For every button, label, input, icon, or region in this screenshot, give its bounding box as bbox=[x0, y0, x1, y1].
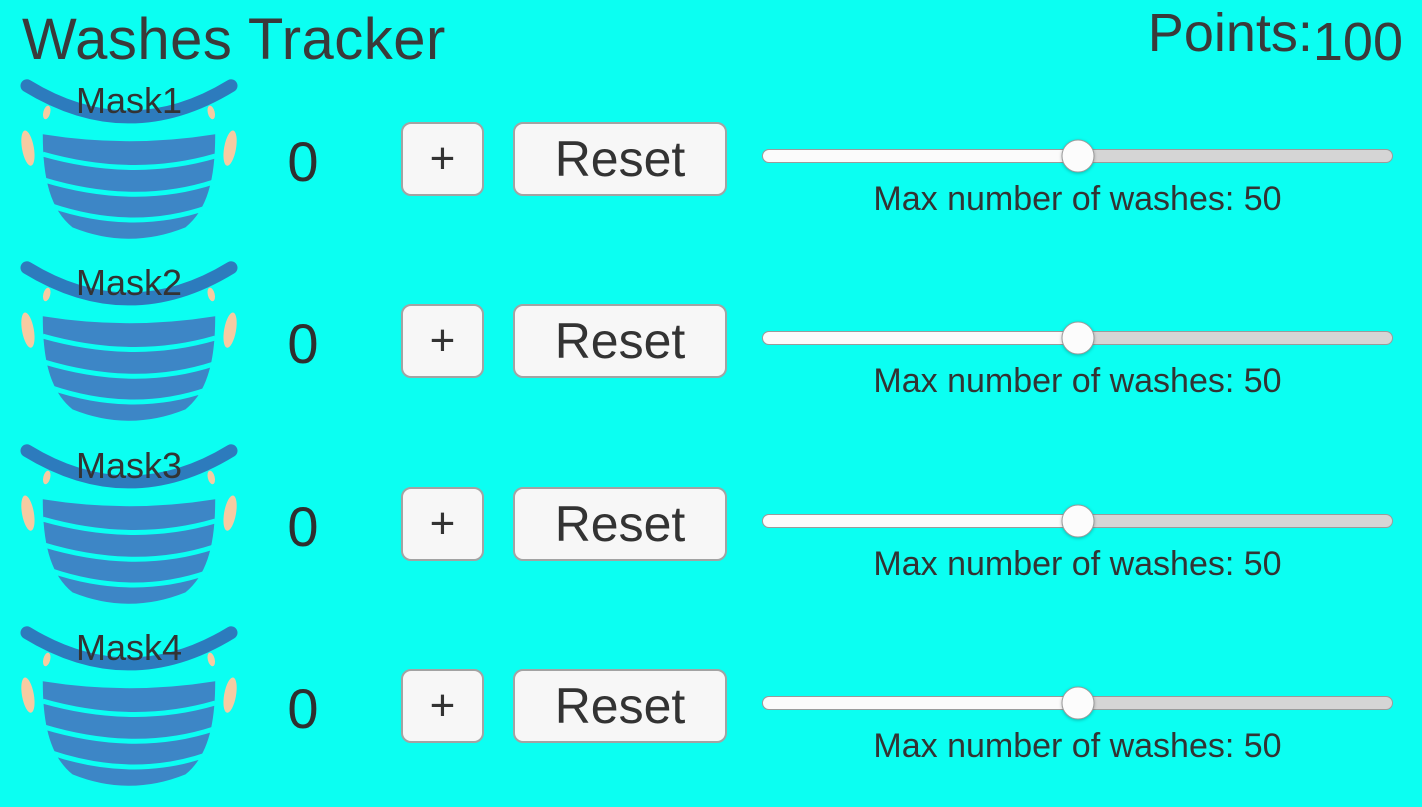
points-value: 100 bbox=[1312, 12, 1403, 72]
ear-loop-left bbox=[21, 677, 35, 713]
max-washes-slider[interactable] bbox=[762, 139, 1393, 173]
ear-loop-right bbox=[223, 130, 237, 166]
points-label: Points: bbox=[1147, 3, 1313, 63]
mask-pleat-gap bbox=[42, 151, 216, 170]
mask-label: Mask3 bbox=[75, 445, 183, 486]
ear-tip-right bbox=[207, 470, 216, 485]
mask-label: Mask4 bbox=[75, 627, 183, 668]
mask-strap-arc bbox=[20, 79, 238, 124]
mask-pleat-gap bbox=[43, 724, 215, 744]
mask-row: Mask4 0 + Reset Max number of washes: 50 bbox=[0, 625, 1422, 807]
mask-pleat-gap bbox=[49, 750, 209, 770]
ear-loop-right bbox=[223, 495, 237, 531]
mask-row: Mask3 0 + Reset Max number of washes: 50 bbox=[0, 443, 1422, 625]
mask-pleat-gap bbox=[49, 203, 209, 223]
face-mask-icon bbox=[20, 444, 238, 604]
ear-loop-left bbox=[21, 130, 35, 166]
max-washes-slider[interactable] bbox=[762, 321, 1393, 355]
mask-pleat-gap bbox=[43, 542, 215, 562]
increment-wash-button[interactable]: + bbox=[401, 487, 484, 561]
mask-row: Mask2 0 + Reset Max number of washes: 50 bbox=[0, 260, 1422, 442]
mask-strap-arc bbox=[20, 626, 238, 671]
slider-track-filled bbox=[762, 696, 1079, 710]
points-display: Points:100 bbox=[1148, 2, 1403, 73]
mask-pleat-gap bbox=[49, 385, 209, 405]
wash-count: 0 bbox=[287, 495, 319, 558]
ear-tip-left bbox=[42, 652, 51, 667]
slider-track-filled bbox=[762, 149, 1079, 163]
mask-icon: Mask4 bbox=[20, 625, 238, 793]
mask-icon: Mask1 bbox=[20, 78, 238, 246]
mask-strap-arc bbox=[20, 261, 238, 306]
mask-row: Mask1 0 + Reset Max number of washes: 50 bbox=[0, 78, 1422, 260]
ear-tip-right bbox=[207, 105, 216, 120]
wash-count: 0 bbox=[287, 130, 319, 193]
mask-pleat-gap bbox=[42, 333, 216, 352]
max-washes-label: Max number of washes: 50 bbox=[873, 362, 1282, 400]
mask-icon: Mask2 bbox=[20, 260, 238, 428]
slider-track-filled bbox=[762, 514, 1079, 528]
face-mask-icon bbox=[20, 261, 238, 421]
mask-label: Mask2 bbox=[75, 262, 183, 303]
slider-thumb[interactable] bbox=[1061, 686, 1094, 720]
max-washes-label: Max number of washes: 50 bbox=[873, 180, 1282, 218]
increment-wash-button[interactable]: + bbox=[401, 122, 484, 196]
ear-loop-left bbox=[21, 495, 35, 531]
slider-track-filled bbox=[762, 331, 1079, 345]
mask-pleat-gap bbox=[43, 359, 215, 379]
face-mask-icon bbox=[20, 79, 238, 239]
ear-loop-left bbox=[21, 312, 35, 348]
mask-icon: Mask3 bbox=[20, 443, 238, 611]
reset-button[interactable]: Reset bbox=[513, 304, 727, 378]
wash-count: 0 bbox=[287, 677, 319, 740]
ear-loop-right bbox=[223, 677, 237, 713]
wash-count: 0 bbox=[287, 312, 319, 375]
app-title: Washes Tracker bbox=[22, 7, 446, 72]
ear-tip-left bbox=[42, 470, 51, 485]
mask-strap-arc bbox=[20, 444, 238, 489]
mask-pleat-gap bbox=[42, 698, 216, 717]
face-mask-icon bbox=[20, 626, 238, 786]
reset-button[interactable]: Reset bbox=[513, 669, 727, 743]
ear-tip-left bbox=[42, 105, 51, 120]
ear-tip-right bbox=[207, 287, 216, 302]
ear-tip-left bbox=[42, 287, 51, 302]
max-washes-label: Max number of washes: 50 bbox=[873, 545, 1282, 583]
mask-pleat-gap bbox=[49, 568, 209, 588]
ear-loop-right bbox=[223, 312, 237, 348]
max-washes-slider[interactable] bbox=[762, 686, 1393, 720]
mask-pleat-gap bbox=[42, 516, 216, 535]
slider-thumb[interactable] bbox=[1061, 504, 1094, 538]
max-washes-label: Max number of washes: 50 bbox=[873, 727, 1282, 765]
ear-tip-right bbox=[207, 652, 216, 667]
max-washes-slider[interactable] bbox=[762, 504, 1393, 538]
reset-button[interactable]: Reset bbox=[513, 487, 727, 561]
mask-pleat-gap bbox=[43, 177, 215, 197]
slider-thumb[interactable] bbox=[1061, 139, 1094, 173]
reset-button[interactable]: Reset bbox=[513, 122, 727, 196]
increment-wash-button[interactable]: + bbox=[401, 669, 484, 743]
mask-label: Mask1 bbox=[75, 80, 183, 121]
slider-thumb[interactable] bbox=[1061, 321, 1094, 355]
increment-wash-button[interactable]: + bbox=[401, 304, 484, 378]
